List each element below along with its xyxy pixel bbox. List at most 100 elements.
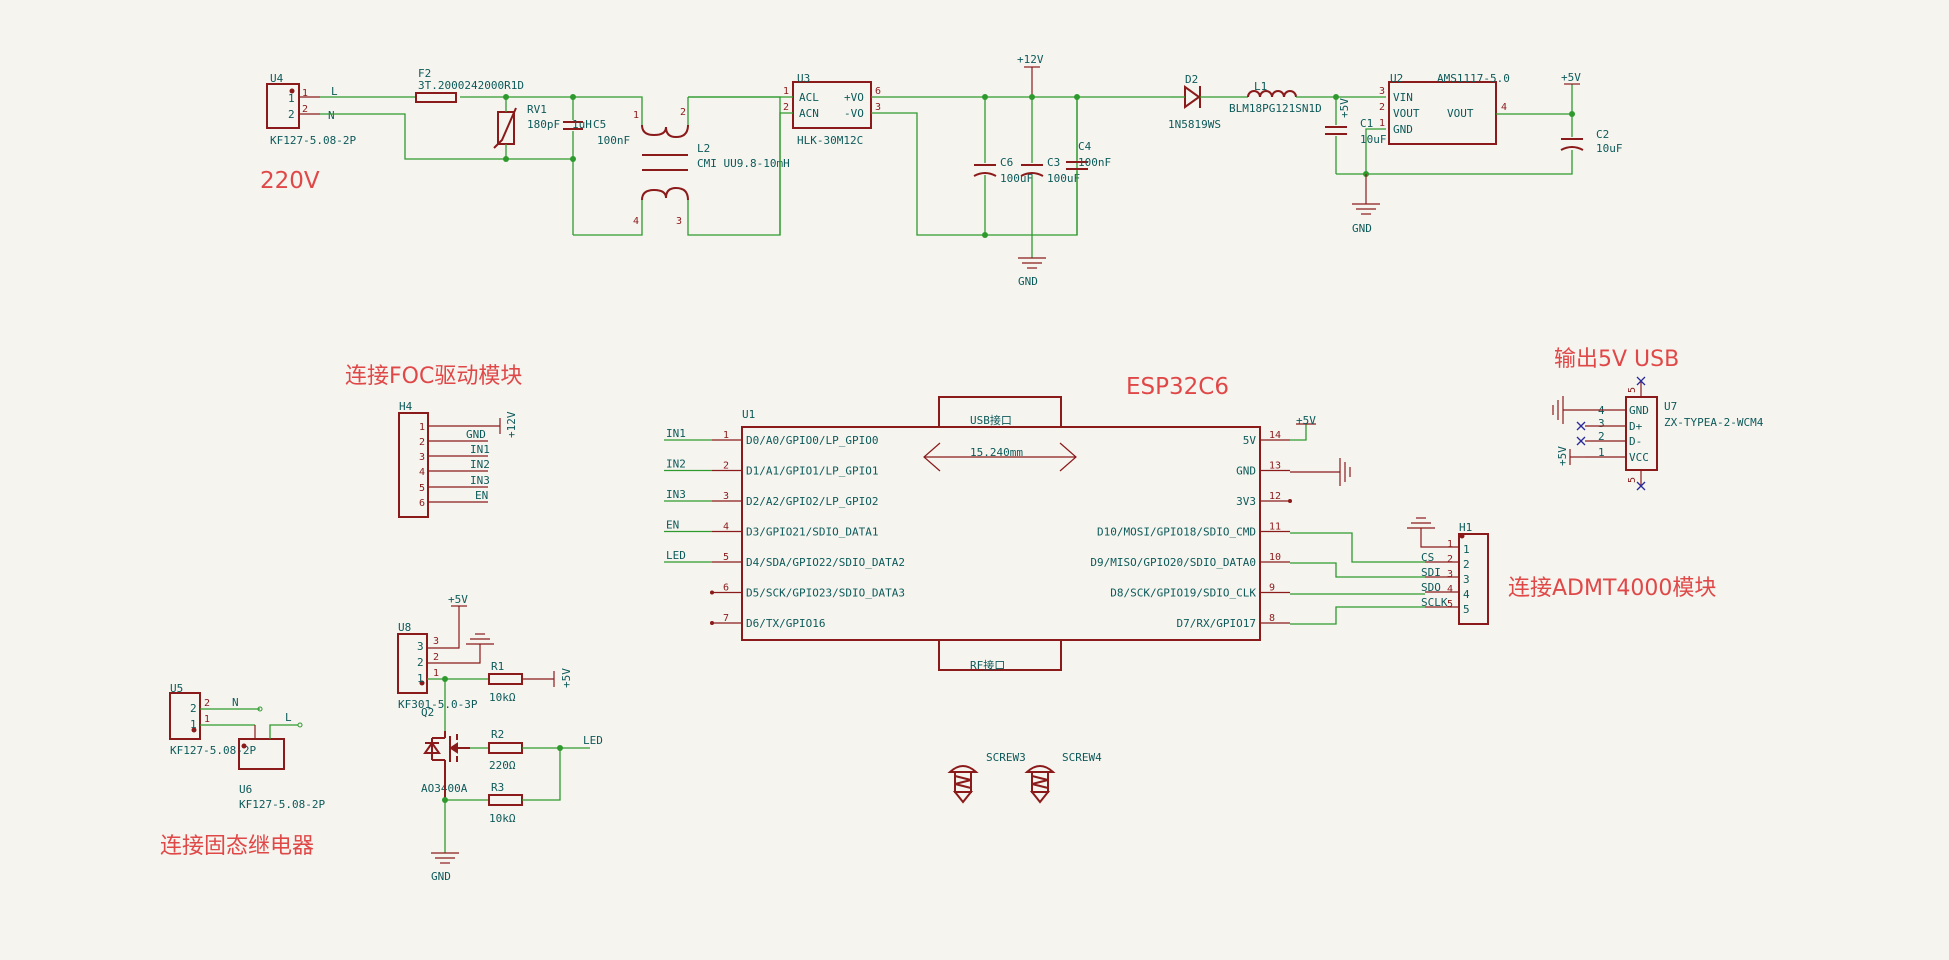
u8-pin-outer: 1 — [433, 668, 439, 679]
q2-ref: Q2 — [421, 706, 434, 719]
u1-right-pin-name: 5V — [1243, 434, 1257, 447]
gnd-label: GND — [1018, 275, 1038, 288]
h1-ref: H1 — [1459, 521, 1472, 534]
u3-pin-num: 6 — [875, 86, 881, 97]
u2-pin-num: 1 — [1379, 118, 1385, 129]
u1-left-net-label: IN2 — [666, 458, 686, 471]
r1-value: 10kΩ — [489, 691, 516, 704]
u1-rf-tab — [938, 639, 1062, 671]
f2-fuse — [415, 92, 457, 103]
p5v-label: +5V — [1561, 71, 1581, 84]
wire-rx — [1290, 606, 1425, 625]
u1-left-pin-name: D5/SCK/GPIO23/SDIO_DATA3 — [746, 587, 905, 600]
l2-pin: 2 — [680, 107, 686, 118]
net-label-l: L — [331, 85, 338, 98]
u7-pin-name-gnd: GND — [1629, 404, 1649, 417]
l1-inductor — [1247, 90, 1297, 98]
u8-ref: U8 — [398, 621, 411, 634]
screw4-label: SCREW4 — [1062, 751, 1102, 764]
u8-pin-num: 2 — [417, 656, 424, 669]
section-title-admt: 连接ADMT4000模块 — [1508, 576, 1716, 601]
section-title-ssr: 连接固态继电器 — [160, 834, 314, 859]
u1-left-net-label: EN — [666, 519, 679, 532]
h4-pin-num: 2 — [419, 437, 425, 448]
u8-gnd-wire — [427, 644, 481, 664]
u3-pin-acn: ACN — [799, 107, 819, 120]
h1-net-sclk: SCLK — [1421, 596, 1448, 609]
c5-ref: C5 — [593, 118, 606, 131]
junction — [570, 94, 576, 100]
c1-value: 10uF — [1360, 133, 1387, 146]
u7-p5v: +5V — [1556, 446, 1569, 466]
u8-pin-outer: 2 — [433, 652, 439, 663]
d2-diode — [1184, 85, 1201, 109]
h1-body — [1458, 533, 1489, 625]
no-connect-marks — [1576, 376, 1646, 491]
u2-gnd-wire — [1365, 128, 1386, 174]
u1-unused-pin — [710, 590, 714, 595]
l2-value: CMI UU9.8-10mH — [697, 157, 790, 170]
l2-pin: 1 — [633, 110, 639, 121]
h1-connector: H1 1 2 3 4 5 1 2 3 4 5 CS SDI SDO SCLK — [1290, 517, 1489, 625]
wire-l-2 — [460, 96, 643, 125]
u1-right-pin-name: GND — [1236, 465, 1256, 478]
u2-ref: U2 — [1390, 72, 1403, 85]
u4-pin-num-outer: 2 — [302, 104, 308, 115]
u2-vout-right: VOUT — [1447, 107, 1474, 120]
u1-unused-pin — [710, 621, 714, 625]
section-title-220v: 220V — [260, 168, 320, 194]
u1-left-pin-name: D4/SDA/GPIO22/SDIO_DATA2 — [746, 556, 905, 569]
junction — [503, 94, 509, 100]
u4-pin-num: 1 — [288, 92, 295, 105]
u4-value: KF127-5.08-2P — [270, 134, 356, 147]
h1-gnd-wire — [1420, 528, 1425, 548]
u4-ref: U4 — [270, 72, 284, 85]
l2-ref: L2 — [697, 142, 710, 155]
u2-pin-num: 3 — [1379, 86, 1385, 97]
junction — [570, 156, 576, 162]
h4-ref: H4 — [399, 400, 413, 413]
u1-left-pin-num: 7 — [723, 613, 729, 624]
l2-pin: 3 — [676, 216, 682, 227]
wire-miso — [1290, 562, 1425, 578]
q2-mosfet — [423, 731, 470, 800]
u8-pin-outer: 3 — [433, 636, 439, 647]
u7-shell-pin: 5 — [1627, 477, 1638, 483]
h4-pin-num: 1 — [419, 422, 425, 433]
power-section: U4 KF127-5.08-2P 1 2 1 2 L N F2 3T.20002… — [266, 53, 1623, 288]
r3-ref: R3 — [491, 781, 504, 794]
u8-pin-num: 3 — [417, 640, 424, 653]
r3-value: 10kΩ — [489, 812, 516, 825]
net-label-led: LED — [583, 734, 603, 747]
u1-unused-pin — [1288, 499, 1292, 503]
net-label-n: N — [328, 109, 335, 122]
c3-value: 100uF — [1047, 172, 1080, 185]
l2-coil-top — [641, 124, 689, 139]
d2-ref: D2 — [1185, 73, 1198, 86]
u1-left-pin-name: D1/A1/GPIO1/LP_GPIO1 — [746, 465, 878, 478]
u1-right-pin-num: 10 — [1269, 552, 1281, 563]
u2-value: AMS1117-5.0 — [1437, 72, 1510, 85]
r2-ref: R2 — [491, 728, 504, 741]
wire-mosi — [1290, 532, 1425, 563]
u7-usb-connector: U7 ZX-TYPEA-2-WCM4 4 3 2 1 GND D+ D- VCC… — [1552, 376, 1764, 491]
l1-value: BLM18PG121SN1D — [1229, 102, 1322, 115]
h4-pin-num: 4 — [419, 467, 425, 478]
screw-icon — [947, 765, 979, 804]
p12v-label: +12V — [1017, 53, 1044, 66]
u3-pin-num: 1 — [783, 86, 789, 97]
c2-value: 10uF — [1596, 142, 1623, 155]
junction — [1333, 94, 1339, 100]
u6-net-l: L — [285, 711, 292, 724]
junction — [982, 232, 988, 238]
u3-pin-vop: +VO — [844, 91, 864, 104]
u3-pin-num: 2 — [783, 102, 789, 113]
u1-rf-label: RF接口 — [970, 659, 1005, 672]
u1-left-net-label: IN3 — [666, 488, 686, 501]
u1-left-pin-num: 4 — [723, 522, 729, 533]
rv1-ref: RV1 — [527, 103, 547, 116]
c1-ref: C1 — [1360, 117, 1373, 130]
wire-n — [320, 113, 573, 160]
